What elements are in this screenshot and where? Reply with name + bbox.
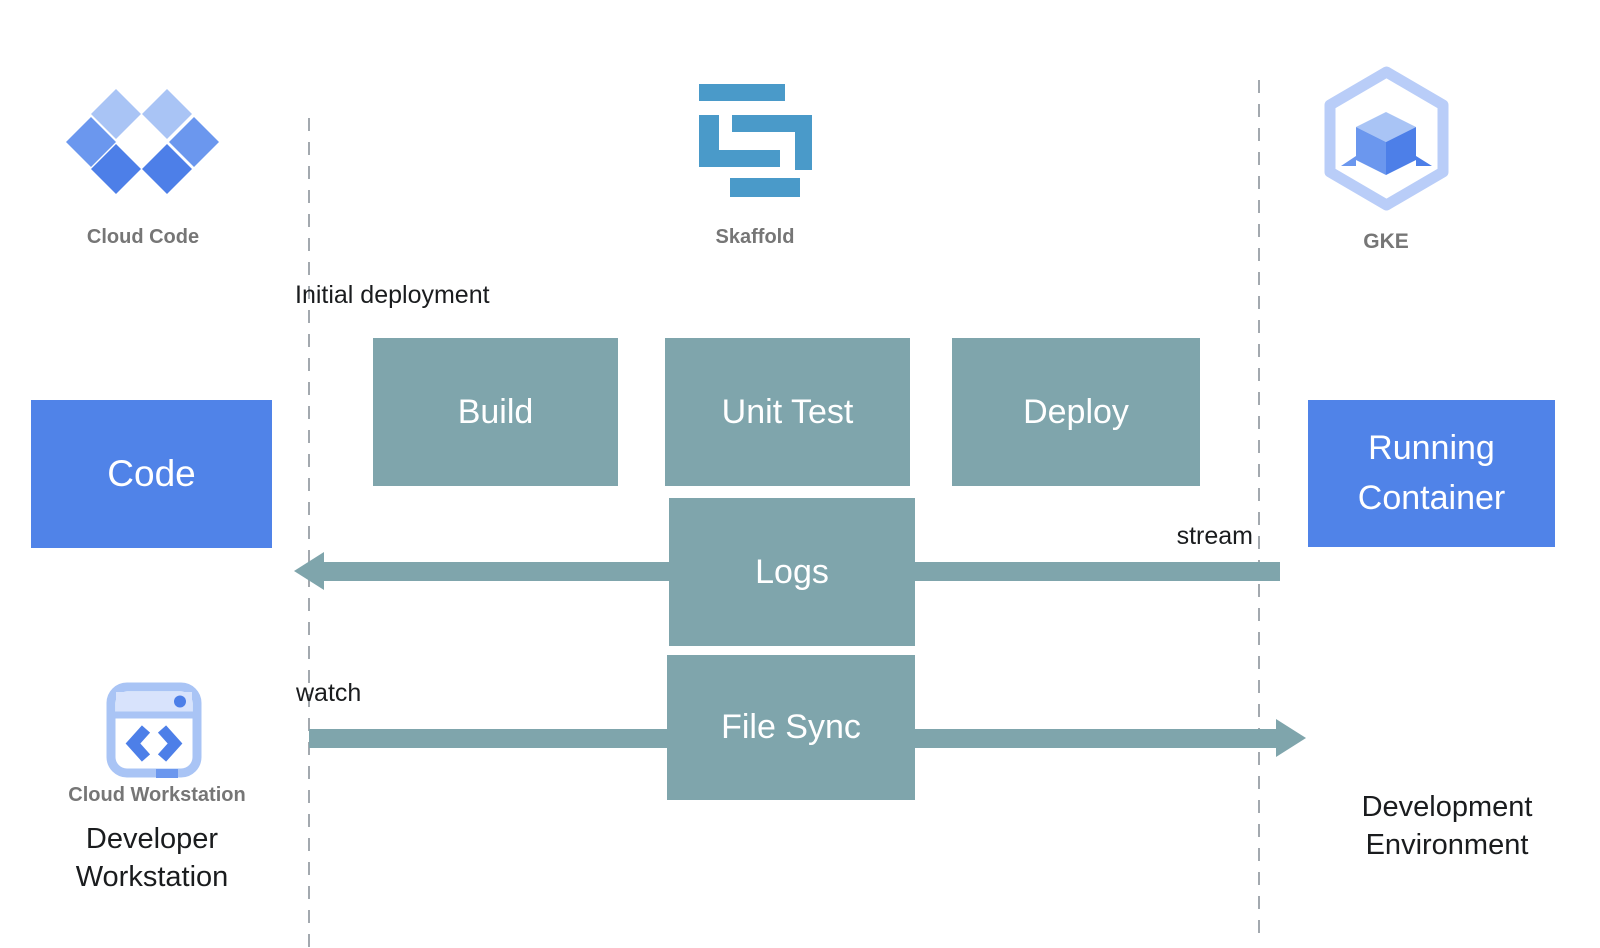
deploy-box: Deploy (952, 338, 1200, 486)
stream-label: stream (1176, 522, 1253, 550)
unit-test-box: Unit Test (665, 338, 910, 486)
watch-label: watch (296, 679, 362, 707)
right-lane-dashed-divider (1258, 80, 1260, 935)
gke-label: GKE (1363, 230, 1409, 253)
file-sync-arrow-right-head (1276, 719, 1306, 757)
file-sync-box: File Sync (667, 655, 915, 800)
cloud-workstation-label: Cloud Workstation (68, 784, 246, 806)
gke-icon (1320, 65, 1453, 217)
running-container-box: Running Container (1308, 400, 1555, 547)
developer-workstation-label: Developer Workstation (75, 823, 229, 894)
skaffold-icon (699, 84, 812, 202)
build-box: Build (373, 338, 618, 486)
cloud-code-label: Cloud Code (86, 226, 200, 248)
initial-deployment-label: Initial deployment (295, 281, 490, 309)
cloud-code-icon (63, 86, 223, 203)
code-box: Code (31, 400, 272, 548)
skaffold-label: Skaffold (715, 226, 795, 248)
development-environment-label: Development Environment (1361, 791, 1533, 862)
cloud-workstation-icon (106, 682, 202, 783)
logs-box: Logs (669, 498, 915, 646)
left-lane-dashed-divider (308, 118, 310, 948)
logs-arrow-left-head (294, 552, 324, 590)
